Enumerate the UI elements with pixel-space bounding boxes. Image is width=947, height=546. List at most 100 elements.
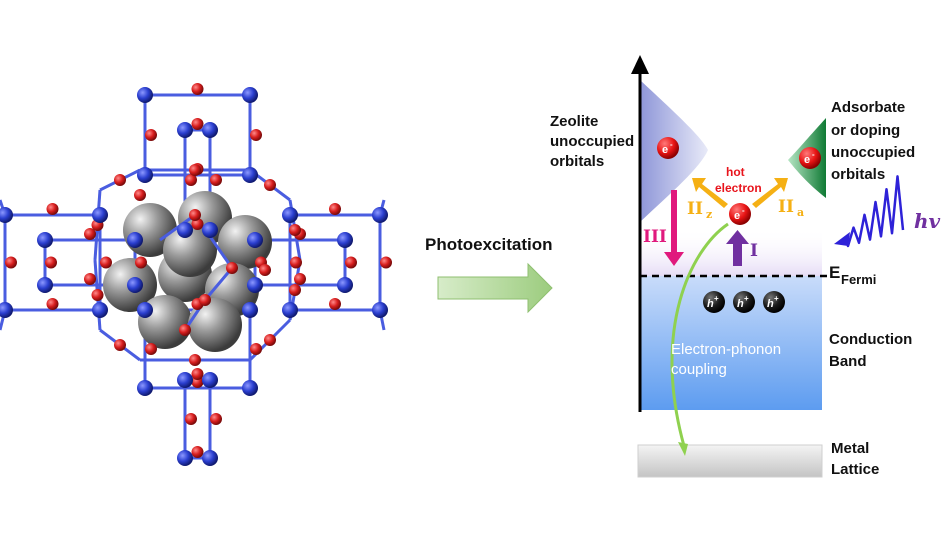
oxygen-atom [179,324,191,336]
oxygen-atom [145,129,157,141]
photon-label: hv [914,209,941,233]
silicon-atom [202,450,218,466]
svg-text:h: h [707,298,714,310]
oxygen-atom [191,368,204,380]
path-III-label: III [643,227,667,247]
svg-text:a: a [797,206,804,219]
path-IIz-label: II z [687,199,712,221]
svg-text:-: - [742,206,745,215]
silicon-atom [242,167,258,183]
silicon-atom [282,302,298,318]
silicon-atom [137,167,153,183]
oxygen-atom [134,189,146,201]
oxygen-atom [226,262,238,274]
silicon-atom [37,232,53,248]
silicon-atom [177,450,193,466]
silicon-atom [242,302,258,318]
silicon-atom [177,122,193,138]
electron-phonon-label-line2: coupling [671,361,727,378]
svg-text:+: + [714,294,719,303]
electron-zeolite: e - [657,137,679,159]
silicon-atom [202,122,218,138]
oxygen-atom [185,413,197,425]
oxygen-atom [380,256,392,269]
svg-text:-: - [670,140,673,149]
silicon-atom [247,277,263,293]
silicon-atom [242,87,258,103]
photoexcitation-label: Photoexcitation [425,235,553,254]
energy-diagram [631,55,905,478]
metal-atom [218,215,272,269]
silicon-atom [337,232,353,248]
hot-electron-label-line1: hot [726,165,745,179]
electron-phonon-label-line1: Electron-phonon [671,341,781,358]
metal-atom [163,223,217,277]
silicon-atom [92,207,108,223]
svg-text:-: - [812,150,815,159]
silicon-atom [177,222,193,238]
oxygen-atom [189,354,201,366]
path-III-arrow-head [664,252,684,266]
conduction-band-label-line2: Band [829,353,867,370]
photon-wave [846,175,905,248]
photoexcitation-arrow [437,262,553,314]
silicon-atom [247,232,263,248]
silicon-atom [92,302,108,318]
framework-bond [203,267,234,301]
oxygen-atom [145,343,157,355]
oxygen-atom [45,256,57,269]
hole-1: h + [703,291,725,313]
electron-hot: e - [729,203,751,225]
svg-text:h: h [767,298,774,310]
silicon-atom [282,207,298,223]
svg-text:e: e [804,154,810,166]
silicon-atom [127,232,143,248]
path-I-label: I [750,241,758,261]
oxygen-atom [329,203,341,215]
oxygen-atom [199,294,211,306]
silicon-atom [137,302,153,318]
svg-text:+: + [774,294,779,303]
metal-atom [188,298,242,352]
silicon-atom [202,222,218,238]
path-IIa-label: II a [778,197,804,219]
oxygen-atom [290,256,302,269]
silicon-atom [37,277,53,293]
adsorbate-label-line3: unoccupied [831,144,915,161]
zeolite-label-line1: Zeolite [550,113,598,130]
hole-2: h + [733,291,755,313]
oxygen-atom [289,224,301,236]
photon-arrowhead [834,232,850,246]
zeolite-label-line2: unoccupied [550,133,634,150]
silicon-atom [0,302,13,318]
electron-adsorbate: e - [799,147,821,169]
electron-phonon-arrowhead [678,442,688,456]
silicon-atom [202,372,218,388]
oxygen-atom [210,413,222,425]
oxygen-atom [294,273,306,285]
oxygen-atom [189,164,201,176]
oxygen-atom [114,174,126,186]
svg-text:h: h [737,298,744,310]
silicon-atom [177,372,193,388]
svg-text:e: e [734,210,740,222]
oxygen-atom [84,228,96,240]
oxygen-atom [46,298,59,310]
path-IIa-arrow [752,178,788,208]
svg-text:II: II [687,199,703,219]
oxygen-atom [100,256,112,269]
oxygen-atom [189,209,201,221]
metal-lattice-slab [637,444,823,478]
path-I-arrow-shaft [733,242,742,266]
adsorbate-label-line1: Adsorbate [831,99,905,116]
path-I-arrow-head [726,230,749,244]
silicon-atom [127,277,143,293]
silicon-atom [137,87,153,103]
svg-text:z: z [706,208,712,221]
oxygen-atom [191,446,204,458]
oxygen-atom [91,289,104,301]
zeolite-metal-cluster-structure [0,83,392,466]
hot-electron-label-line2: electron [715,181,762,195]
silicon-atom [337,277,353,293]
silicon-atom [242,380,258,396]
